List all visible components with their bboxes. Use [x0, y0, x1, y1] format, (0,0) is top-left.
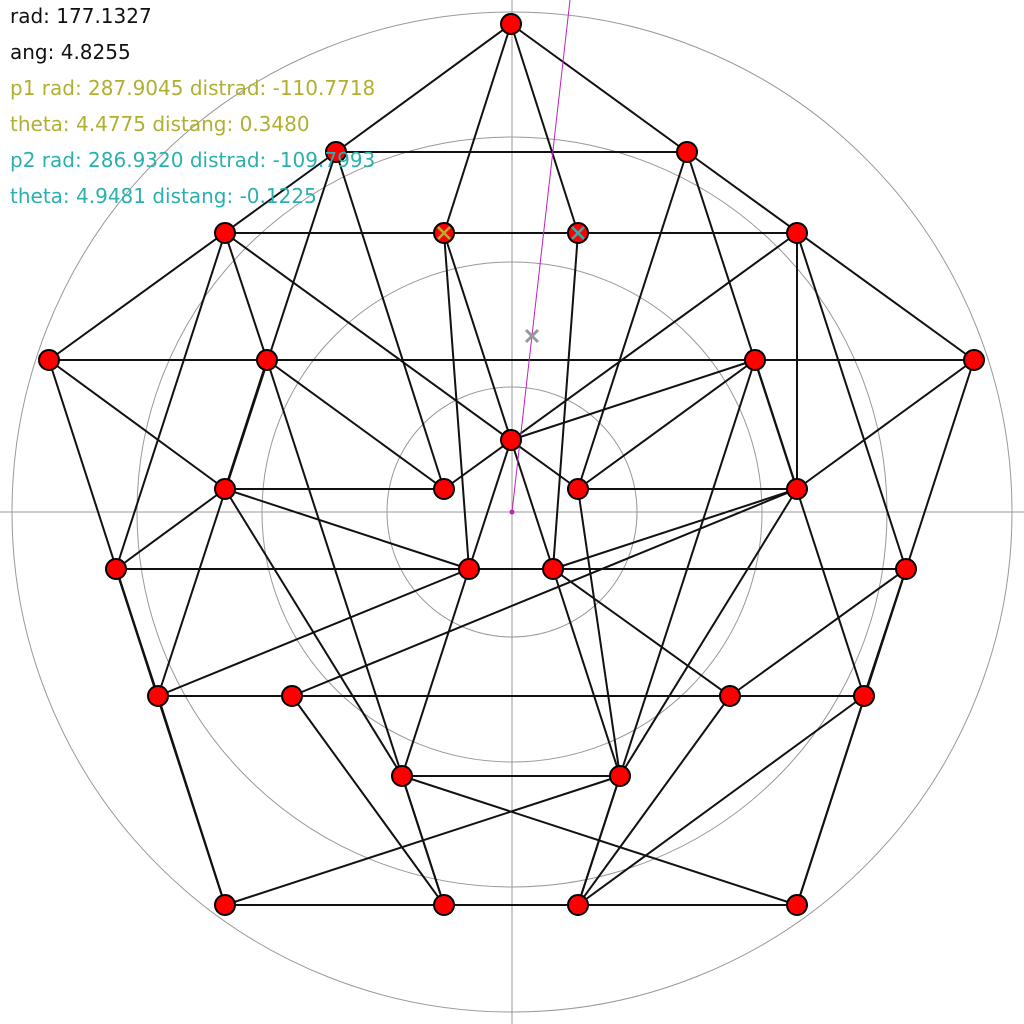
- p1-marker: [437, 226, 451, 240]
- graph-edge: [48, 151, 337, 361]
- graph-edge: [552, 568, 621, 777]
- graph-edge: [443, 23, 512, 234]
- graph-edge: [577, 775, 621, 906]
- graph-node[interactable]: [458, 558, 480, 580]
- graph-node[interactable]: [38, 349, 60, 371]
- graph-edge: [619, 488, 798, 777]
- readout-ang: ang: 4.8255: [10, 40, 131, 64]
- graph-node[interactable]: [567, 894, 589, 916]
- graph-edge: [224, 775, 621, 906]
- readout-p1-rad: p1 rad: 287.9045 distrad: -110.7718: [10, 76, 376, 100]
- graph-node[interactable]: [433, 894, 455, 916]
- graph-edge: [468, 439, 512, 570]
- graph-edge: [729, 568, 907, 697]
- readout-p2-rad: p2 rad: 286.9320 distrad: -109.7993: [10, 148, 376, 172]
- graph-edge: [577, 488, 621, 777]
- graph-node[interactable]: [744, 349, 766, 371]
- graph-node[interactable]: [391, 765, 413, 787]
- graph-node[interactable]: [281, 685, 303, 707]
- graph-node[interactable]: [500, 429, 522, 451]
- graph-edge: [577, 359, 756, 490]
- graph-edge: [796, 232, 907, 570]
- graph-edge: [796, 359, 975, 490]
- graph-node[interactable]: [325, 141, 347, 163]
- graph-node[interactable]: [433, 478, 455, 500]
- graph-node[interactable]: [214, 222, 236, 244]
- graph-node[interactable]: [895, 558, 917, 580]
- graph-edge: [577, 695, 865, 906]
- readout-p1-theta: theta: 4.4775 distang: 0.3480: [10, 112, 310, 136]
- graph-edge: [157, 568, 470, 697]
- graph-node[interactable]: [786, 222, 808, 244]
- graph-edge: [443, 232, 470, 570]
- selection-marks: [437, 226, 585, 240]
- graph-edge: [796, 568, 907, 906]
- graph-edge: [510, 439, 554, 570]
- center-dot: [509, 509, 515, 515]
- graph-node[interactable]: [676, 141, 698, 163]
- graph-edge: [291, 488, 798, 697]
- graph-edge: [401, 568, 470, 777]
- cursor-x-marker: [524, 328, 540, 344]
- graph-node[interactable]: [719, 685, 741, 707]
- graph-node[interactable]: [853, 685, 875, 707]
- graph-node[interactable]: [105, 558, 127, 580]
- graph-edge: [686, 151, 975, 361]
- graph-edge: [577, 695, 731, 906]
- graph-edge: [577, 151, 688, 490]
- graph-node[interactable]: [256, 349, 278, 371]
- graph-edge: [552, 488, 798, 570]
- graph-node[interactable]: [786, 478, 808, 500]
- graph-edge: [552, 568, 731, 697]
- graph-node[interactable]: [542, 558, 564, 580]
- graph-edge: [443, 232, 512, 441]
- graph-node[interactable]: [567, 478, 589, 500]
- graph-node[interactable]: [500, 13, 522, 35]
- graph-node[interactable]: [963, 349, 985, 371]
- graph-edge: [224, 488, 470, 570]
- p2-marker: [571, 226, 585, 240]
- readout-p2-theta: theta: 4.9481 distang: -0.1225: [10, 184, 317, 208]
- graph-node[interactable]: [609, 765, 631, 787]
- readout-rad: rad: 177.1327: [10, 4, 152, 28]
- graph-edge: [335, 151, 445, 490]
- graph-edge: [115, 232, 226, 570]
- graph-edge: [48, 359, 226, 490]
- graph-edge: [291, 695, 445, 906]
- graph-edge: [266, 359, 445, 490]
- graph-edge: [224, 359, 268, 490]
- graph-edge: [510, 359, 756, 441]
- graph-edge: [157, 695, 226, 906]
- graph-edge: [335, 23, 512, 153]
- graph-edge: [224, 232, 268, 361]
- graph-edge: [115, 488, 226, 570]
- cursor-ray: [511, 0, 571, 513]
- graph-edge: [510, 23, 579, 234]
- graph-edge: [754, 359, 798, 490]
- graph-edge: [510, 23, 688, 153]
- cursor-overlay: [509, 0, 571, 515]
- graph-node[interactable]: [214, 478, 236, 500]
- graph-node[interactable]: [214, 894, 236, 916]
- graph-node[interactable]: [147, 685, 169, 707]
- graph-node[interactable]: [786, 894, 808, 916]
- graph-edges: [48, 23, 975, 906]
